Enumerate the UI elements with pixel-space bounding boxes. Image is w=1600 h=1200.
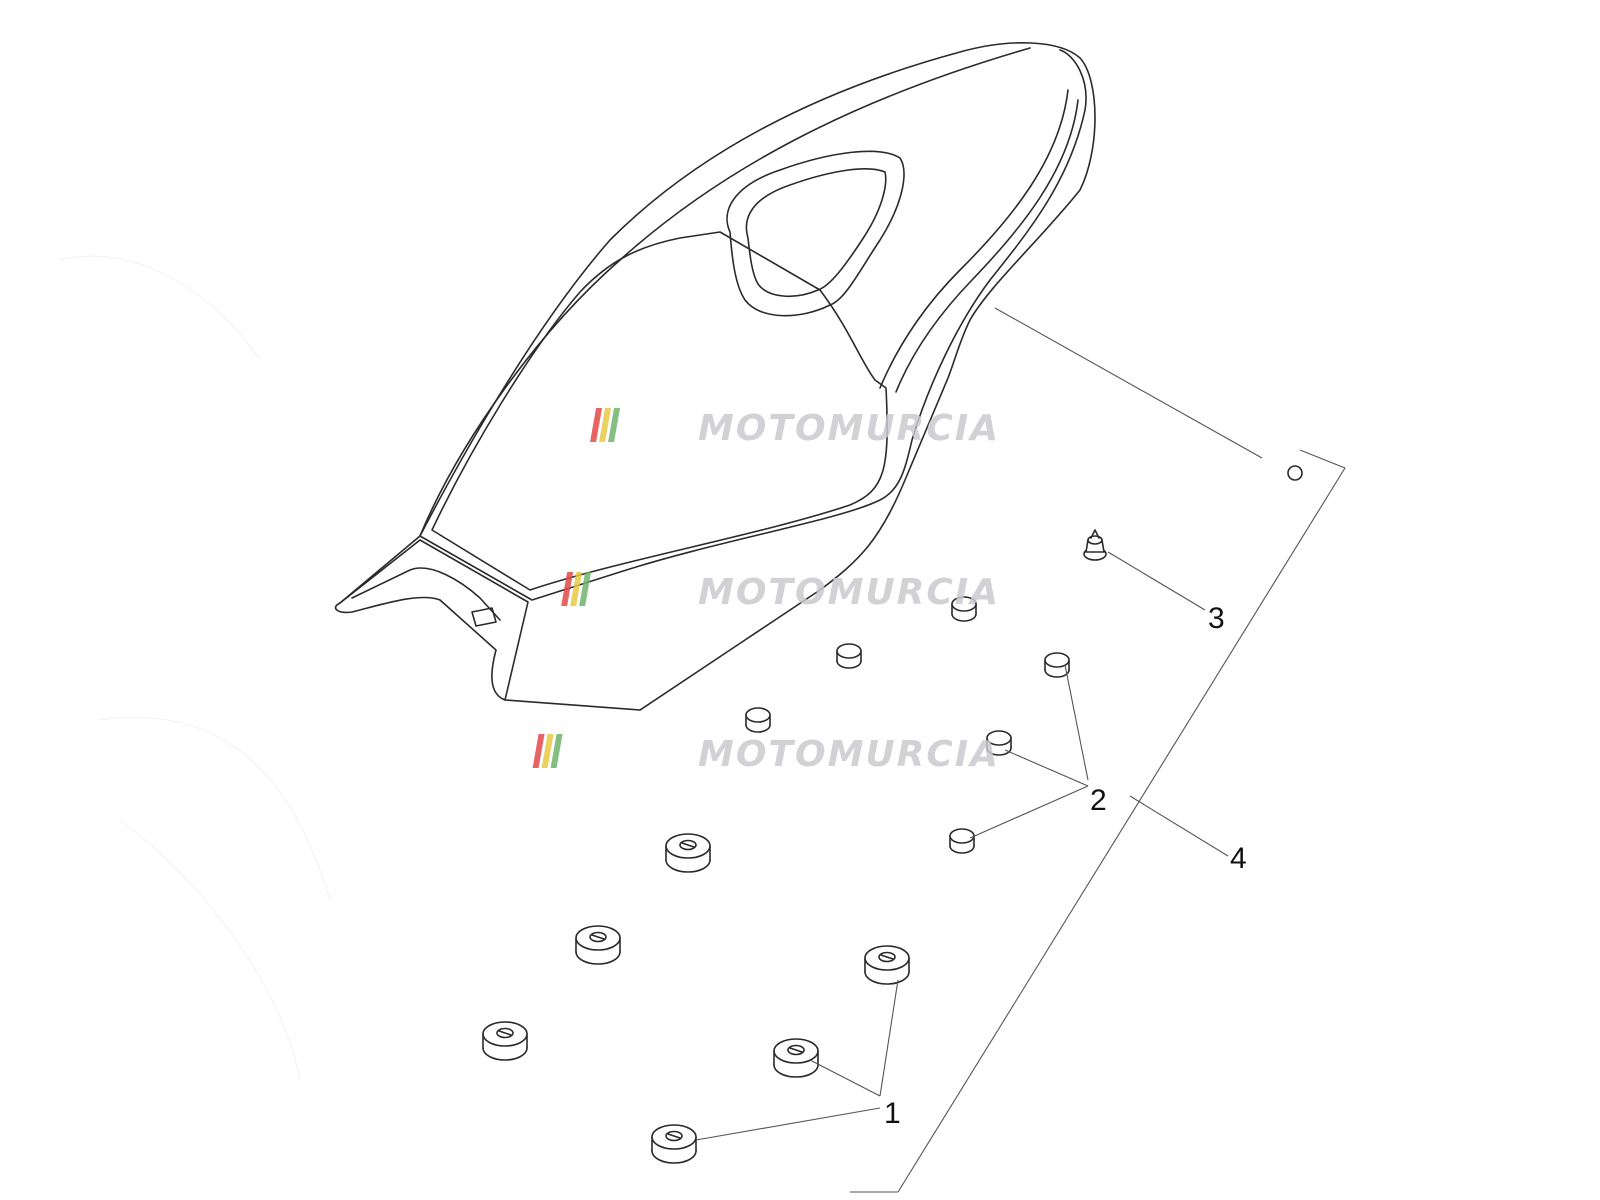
seat-side-piping-2 — [895, 99, 1079, 393]
callout-4: 4 — [1230, 842, 1247, 875]
watermark-text: MOTOMURCIA — [698, 408, 1000, 449]
leader-2-c — [969, 785, 1089, 839]
leader-3 — [1107, 551, 1206, 611]
small-grommet — [745, 707, 771, 733]
callout-3: 3 — [1208, 602, 1225, 635]
watermark-text: MOTOMURCIA — [698, 734, 1000, 775]
seat-top-panel — [419, 49, 1087, 601]
seat-latch — [471, 607, 497, 627]
callouts: 1 2 3 4 — [884, 602, 1247, 1130]
leader-1-b — [809, 1059, 881, 1097]
large-nut — [773, 1038, 819, 1078]
seat-front-underside — [351, 567, 501, 621]
small-grommet — [1044, 652, 1070, 678]
seat-top-panel-edge — [419, 47, 1031, 537]
seat — [334, 42, 1096, 711]
callout-1: 1 — [884, 1097, 901, 1130]
large-nut — [864, 945, 910, 985]
small-grommet — [949, 828, 975, 854]
large-nut — [575, 925, 621, 965]
leader-1-c — [695, 1107, 881, 1141]
watermark: MOTOMURCIA — [561, 572, 1000, 613]
seat-side-piping — [879, 89, 1069, 389]
leader-4-seat — [994, 307, 1263, 459]
leader-lines — [695, 307, 1346, 1193]
watermark: MOTOMURCIA — [532, 734, 1000, 775]
small-grommet — [836, 643, 862, 669]
ring-marker — [1287, 465, 1303, 481]
watermark-layer: MOTOMURCIA MOTOMURCIA MOTOMURCIA — [532, 408, 1000, 775]
large-nut — [651, 1124, 697, 1164]
passenger-pad — [726, 150, 905, 317]
leader-2-b — [1004, 749, 1089, 787]
passenger-pad-inner — [745, 168, 887, 298]
callout-2: 2 — [1090, 784, 1107, 817]
watermark: MOTOMURCIA — [590, 408, 1000, 449]
parts-layer — [482, 529, 1107, 1164]
seat-front-nose — [339, 539, 529, 701]
background-ghost-sketch — [59, 255, 331, 1081]
leader-4-bracket-top — [1299, 449, 1346, 469]
small-grommet — [951, 596, 977, 622]
small-grommet — [986, 730, 1012, 756]
leader-2-a — [1064, 664, 1089, 781]
rubber-plug — [1083, 529, 1107, 561]
leader-4-label — [1129, 795, 1229, 857]
leader-1-a — [879, 979, 899, 1097]
large-nut — [665, 833, 711, 873]
large-nut — [482, 1021, 528, 1061]
leader-4-bracket-main — [897, 467, 1346, 1193]
watermark-text: MOTOMURCIA — [698, 572, 1000, 613]
seat-outer-shell — [334, 42, 1096, 711]
rider-pad — [431, 231, 888, 591]
